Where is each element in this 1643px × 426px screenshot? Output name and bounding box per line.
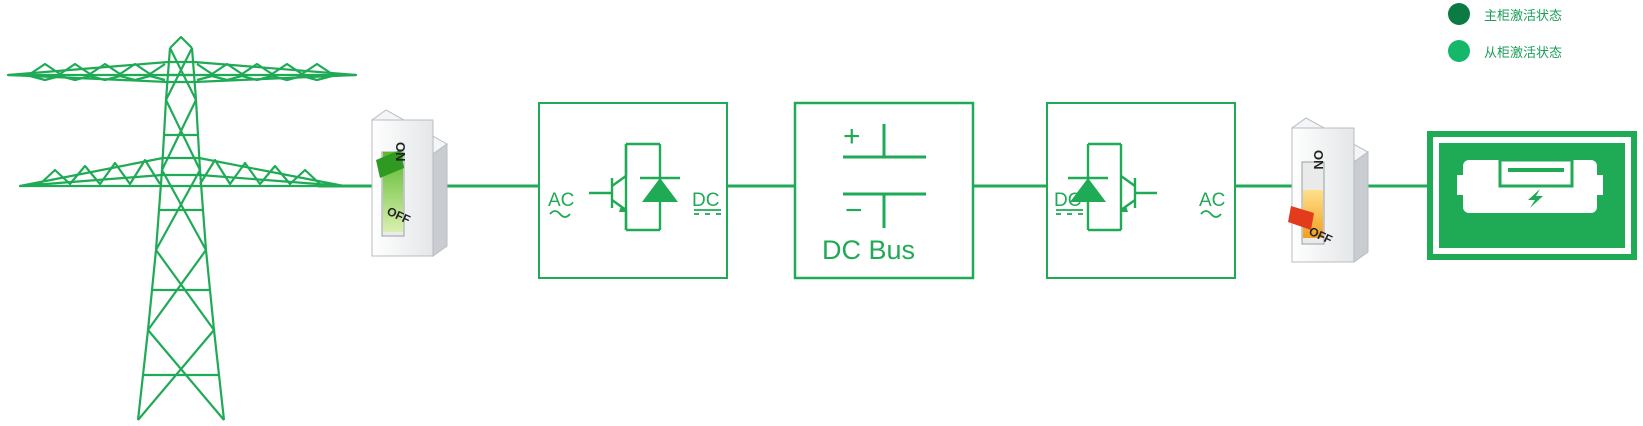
bus-plus-label: + [843,120,861,153]
dc-line-icon [694,209,721,215]
inverter-dc-label: DC [1054,190,1081,211]
bus-minus-label: − [845,194,863,227]
switch-handle [376,150,404,178]
rectifier-ac-label: AC [548,190,574,211]
inverter-module: DC AC [1046,102,1236,279]
switch-on-label: ON [393,142,408,162]
legend-item-slave-active: 从柜激活状态 [1448,37,1638,65]
inverter-ac-label: AC [1199,190,1225,211]
igbt-diode-icon [1068,142,1157,232]
grid-switch[interactable]: ON OFF [371,109,448,257]
legend-label: 主柜激活状态 [1484,8,1563,24]
ac-wave-icon [1200,210,1222,218]
legend-item-master-active: 主柜激活状态 [1448,0,1638,28]
ac-wave-icon [549,210,571,218]
status-dot-icon [1448,3,1470,25]
switch-handle [1288,206,1314,230]
dc-line-icon [1056,209,1083,215]
switch-on-label: ON [1311,150,1326,170]
load-module [1427,131,1637,260]
rectifier-dc-label: DC [692,190,719,211]
status-dot-icon [1448,40,1470,62]
load-switch[interactable]: ON OFF [1288,117,1369,263]
igbt-diode-icon [589,142,680,232]
battery-charging-icon [1457,158,1603,213]
dc-bus-label: DC Bus [822,235,915,265]
legend-label: 从柜激活状态 [1484,45,1563,61]
rectifier-module: AC DC [538,102,728,279]
capacitor-icon [843,124,926,228]
transmission-tower-icon [6,35,358,421]
dc-bus-module: + − DC Bus [793,101,975,280]
